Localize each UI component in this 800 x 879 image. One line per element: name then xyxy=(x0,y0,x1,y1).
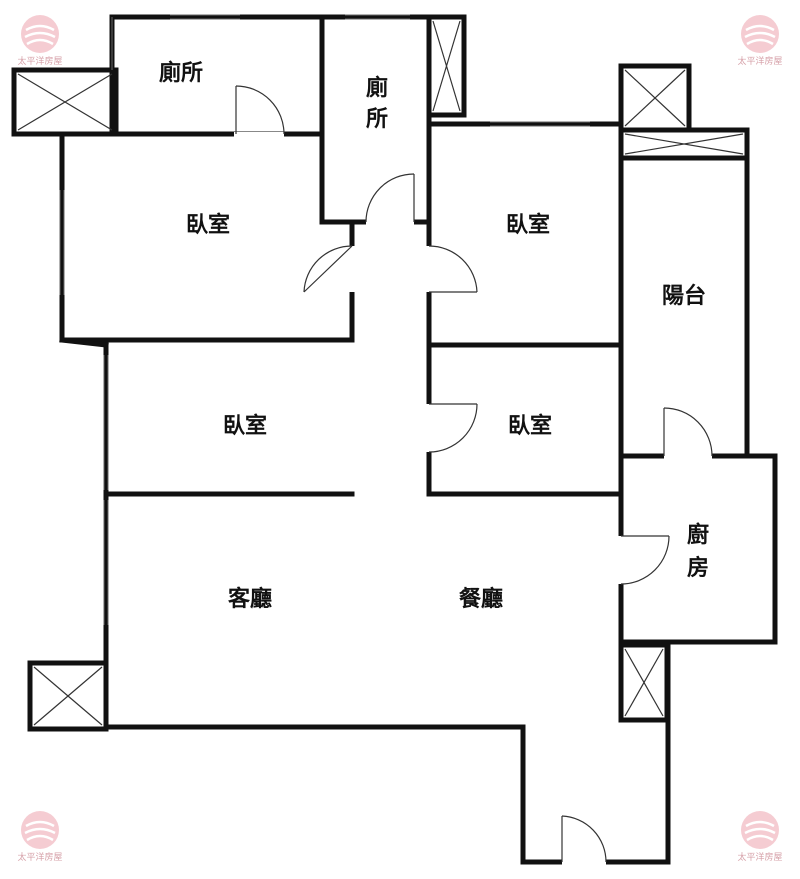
watermark-top-left: 太平洋房屋 xyxy=(17,15,63,67)
label-bedroom-mid-left: 臥室 xyxy=(223,413,267,439)
watermark-text: 太平洋房屋 xyxy=(737,851,782,863)
watermark-text: 太平洋房屋 xyxy=(17,851,62,863)
label-kitchen-line2: 房 xyxy=(687,555,709,581)
watermark-bottom-right: 太平洋房屋 xyxy=(737,811,783,863)
label-living-room: 客廳 xyxy=(228,586,272,612)
watermark-text: 太平洋房屋 xyxy=(737,55,782,67)
label-toilet-2-line1: 廁 xyxy=(366,75,388,101)
duct-cross-marks xyxy=(17,20,744,726)
windows xyxy=(59,14,590,625)
label-bedroom-mid-right: 臥室 xyxy=(508,413,552,439)
label-toilet-1: 廁所 xyxy=(159,60,203,86)
watermark-bottom-left: 太平洋房屋 xyxy=(17,811,63,863)
label-balcony: 陽台 xyxy=(662,283,706,309)
label-toilet-2-line2: 所 xyxy=(366,107,388,132)
label-bedroom-top-right: 臥室 xyxy=(506,212,550,238)
label-bedroom-top-left: 臥室 xyxy=(186,212,230,238)
room-labels: 廁所 廁 所 臥室 臥室 臥室 臥室 陽台 廚 房 客廳 餐廳 xyxy=(159,60,709,612)
watermark-top-right: 太平洋房屋 xyxy=(737,15,783,67)
watermark-text: 太平洋房屋 xyxy=(17,55,62,67)
walls xyxy=(11,14,778,865)
door-swings xyxy=(234,85,713,865)
label-dining-room: 餐廳 xyxy=(459,586,503,612)
label-kitchen-line1: 廚 xyxy=(687,522,709,548)
